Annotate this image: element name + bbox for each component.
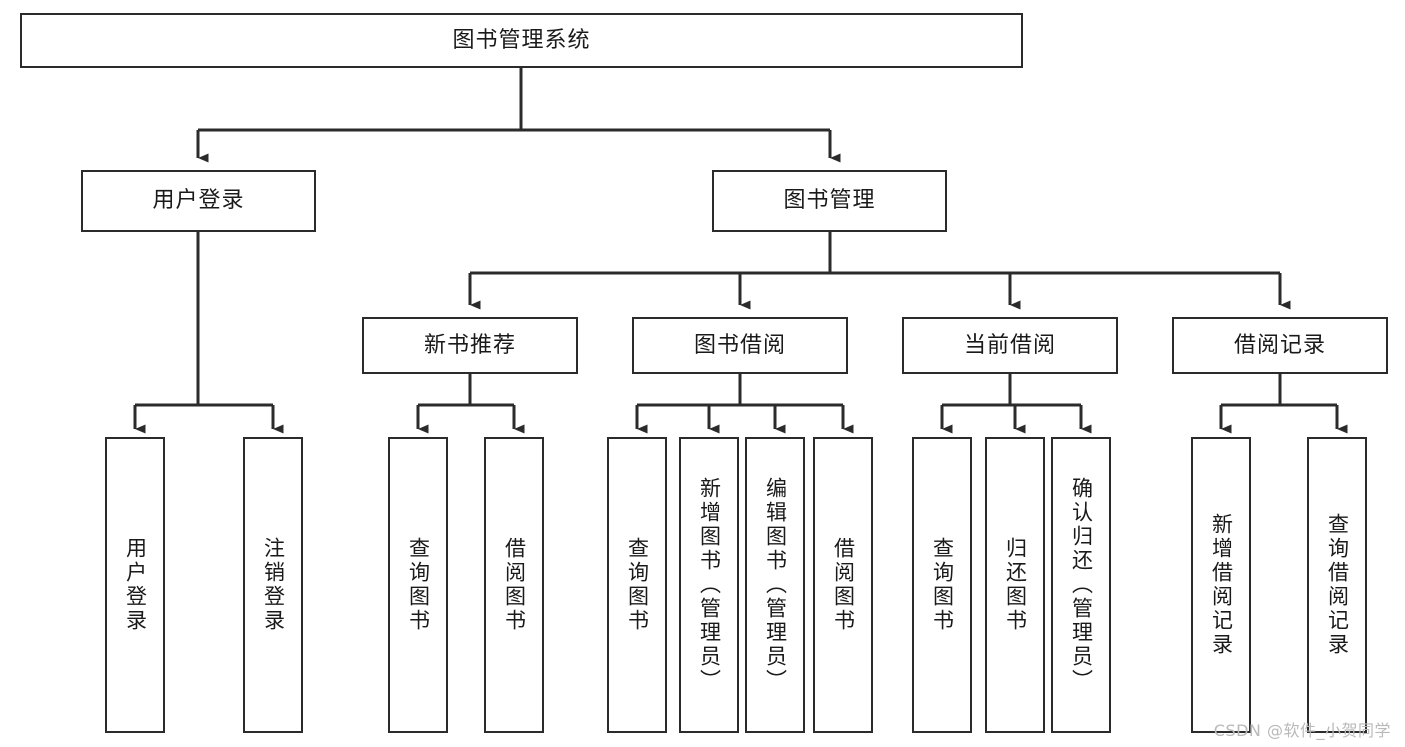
node-user-login[interactable]: 用户登录 (81, 170, 316, 232)
node-leaf-confirm-return-label: 确认归还（管理员） (1069, 477, 1094, 693)
node-leaf-return-book-label: 归还图书 (1003, 537, 1028, 633)
node-leaf-borrow-book-2-label: 借阅图书 (831, 537, 856, 633)
node-leaf-edit-book[interactable]: 编辑图书（管理员） (745, 437, 805, 733)
node-current-borrow-label: 当前借阅 (963, 332, 1056, 358)
node-leaf-borrow-book-1-label: 借阅图书 (502, 537, 527, 633)
node-borrow-record[interactable]: 借阅记录 (1172, 317, 1388, 374)
node-leaf-query-book-2[interactable]: 查询图书 (607, 437, 667, 733)
node-new-book-recommend-label: 新书推荐 (423, 332, 516, 358)
node-leaf-query-record-label: 查询借阅记录 (1325, 513, 1350, 657)
node-leaf-query-record[interactable]: 查询借阅记录 (1307, 437, 1367, 733)
node-leaf-borrow-book-1[interactable]: 借阅图书 (484, 437, 544, 733)
node-leaf-borrow-book-2[interactable]: 借阅图书 (813, 437, 873, 733)
node-root[interactable]: 图书管理系统 (20, 13, 1023, 68)
node-user-login-label: 用户登录 (152, 188, 245, 214)
node-leaf-user-logout-label: 注销登录 (261, 537, 286, 633)
node-current-borrow[interactable]: 当前借阅 (902, 317, 1118, 374)
node-book-borrow-label: 图书借阅 (693, 332, 786, 358)
node-leaf-add-record[interactable]: 新增借阅记录 (1191, 437, 1251, 733)
node-leaf-query-book-1[interactable]: 查询图书 (388, 437, 448, 733)
node-root-label: 图书管理系统 (452, 27, 591, 53)
node-leaf-user-logout[interactable]: 注销登录 (243, 437, 303, 733)
node-leaf-user-login-label: 用户登录 (123, 537, 148, 633)
node-leaf-query-book-1-label: 查询图书 (406, 537, 431, 633)
node-book-borrow[interactable]: 图书借阅 (632, 317, 848, 374)
node-leaf-confirm-return[interactable]: 确认归还（管理员） (1051, 437, 1111, 733)
node-leaf-user-login[interactable]: 用户登录 (105, 437, 165, 733)
node-book-management-label: 图书管理 (783, 188, 876, 214)
node-leaf-query-book-3-label: 查询图书 (930, 537, 955, 633)
node-book-management[interactable]: 图书管理 (712, 170, 947, 232)
node-leaf-add-book[interactable]: 新增图书（管理员） (679, 437, 739, 733)
node-leaf-return-book[interactable]: 归还图书 (985, 437, 1045, 733)
node-leaf-query-book-3[interactable]: 查询图书 (912, 437, 972, 733)
node-leaf-add-book-label: 新增图书（管理员） (697, 477, 722, 693)
node-borrow-record-label: 借阅记录 (1233, 332, 1326, 358)
node-leaf-query-book-2-label: 查询图书 (625, 537, 650, 633)
node-leaf-edit-book-label: 编辑图书（管理员） (763, 477, 788, 693)
node-leaf-add-record-label: 新增借阅记录 (1209, 513, 1234, 657)
node-new-book-recommend[interactable]: 新书推荐 (362, 317, 578, 374)
